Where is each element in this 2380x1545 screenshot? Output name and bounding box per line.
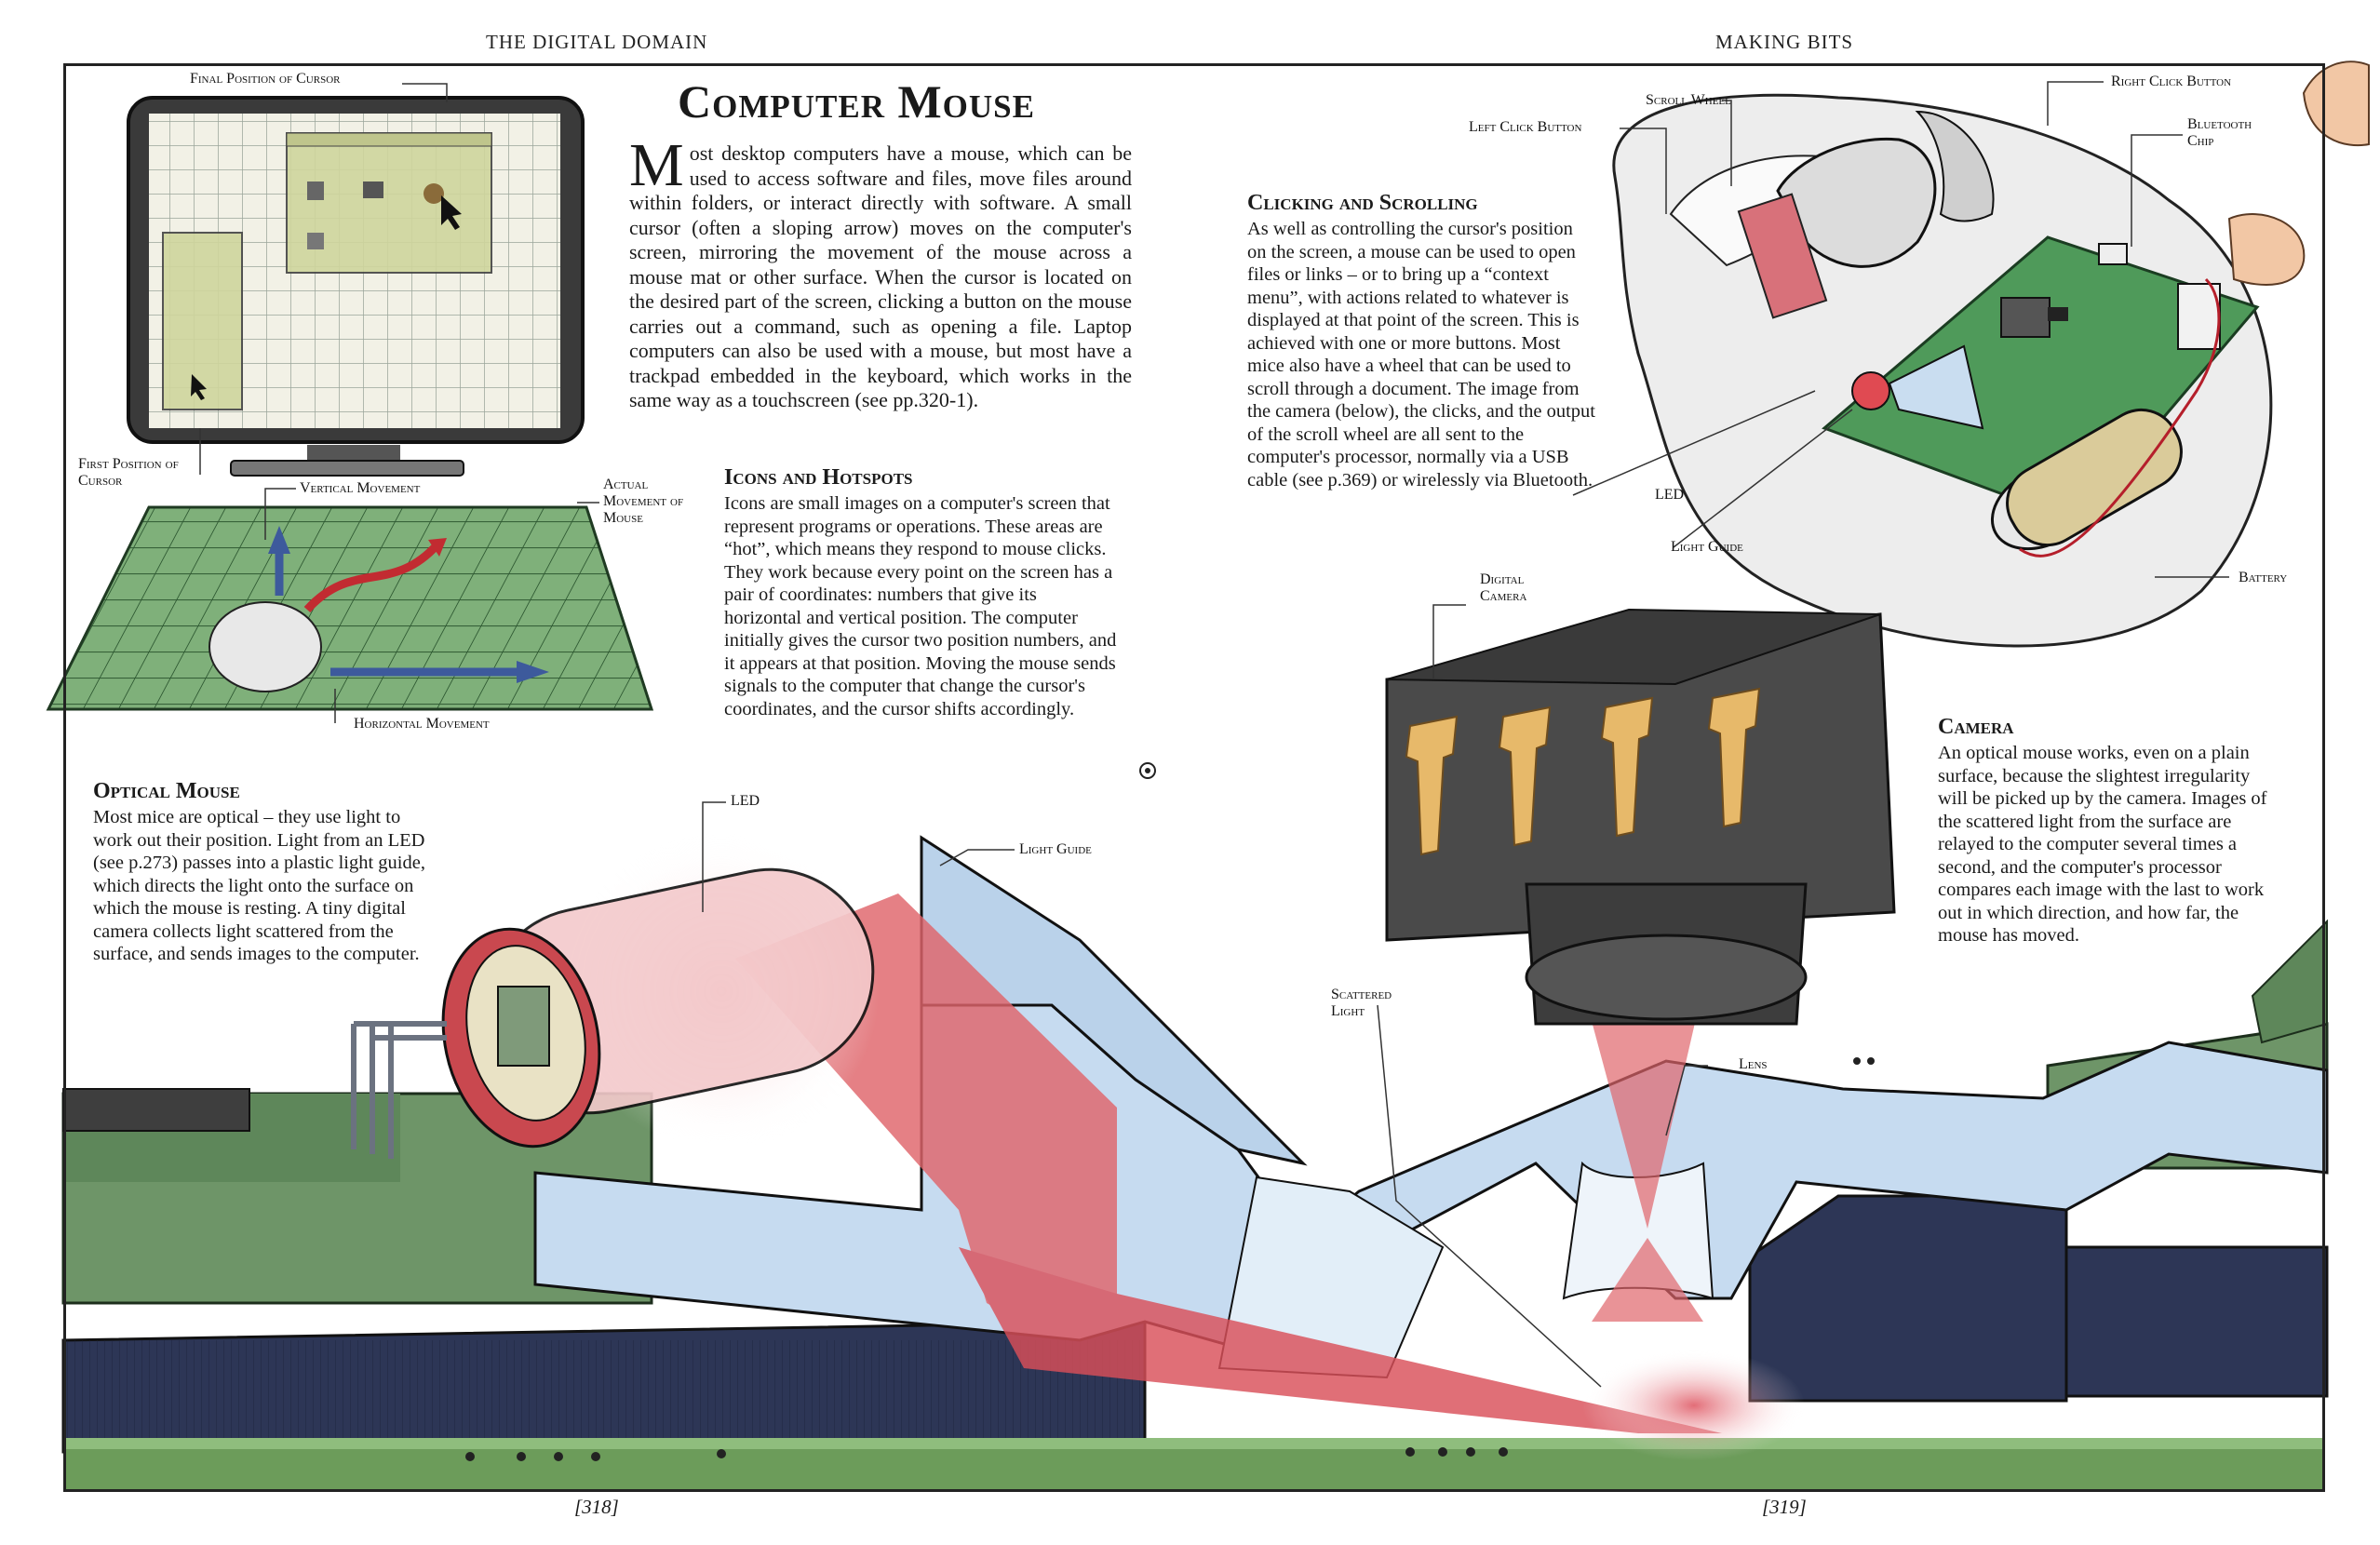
section-text: An optical mouse works, even on a plain … — [1938, 743, 2267, 946]
label-digital-camera: Digital Camera — [1480, 571, 1527, 604]
label-light-guide-top: Light Guide — [1671, 539, 1743, 555]
camera-chip-illustration — [1385, 608, 1896, 1026]
section-heading: Camera — [1938, 715, 2014, 739]
label-right-click: Right Click Button — [2111, 74, 2232, 89]
label-first-position: First Position of Cursor — [78, 456, 179, 489]
section-icons-hotspots: Icons and Hotspots Icons are small image… — [724, 465, 1119, 720]
label-left-click: Left Click Button — [1469, 119, 1582, 135]
label-led-main: LED — [731, 793, 760, 809]
section-text: As well as controlling the cursor's posi… — [1247, 219, 1595, 490]
label-scroll-wheel: Scroll Wheel — [1646, 92, 1731, 108]
mouse-cutaway-illustration — [1612, 60, 2370, 648]
label-led-top: LED — [1655, 487, 1685, 503]
page-title: Computer Mouse — [678, 75, 1035, 128]
monitor-illustration — [127, 96, 585, 477]
label-final-position: Final Position of Cursor — [190, 71, 341, 87]
label-bluetooth-chip: Bluetooth Chip — [2187, 116, 2252, 149]
leader-lines — [199, 81, 2229, 1388]
section-text: Most mice are optical – they use light t… — [93, 807, 425, 964]
running-head-left: THE DIGITAL DOMAIN — [486, 31, 708, 53]
people-figures — [465, 1057, 1875, 1461]
section-optical-mouse: Optical Mouse Most mice are optical – th… — [93, 779, 439, 966]
label-lens: Lens — [1739, 1056, 1768, 1072]
label-horizontal-movement: Horizontal Movement — [354, 716, 490, 732]
mouse-mat-illustration — [46, 505, 654, 711]
label-scattered-light: Scattered Light — [1331, 987, 1392, 1019]
section-camera: Camera An optical mouse works, even on a… — [1938, 715, 2282, 947]
section-heading: Clicking and Scrolling — [1247, 191, 1478, 215]
page-frame — [63, 63, 2325, 1492]
section-text: Icons are small images on a computer's s… — [724, 493, 1117, 719]
label-light-guide-main: Light Guide — [1019, 841, 1092, 857]
page-number-left: [318] — [574, 1496, 619, 1518]
label-vertical-movement: Vertical Movement — [300, 480, 421, 496]
section-heading: Icons and Hotspots — [724, 465, 913, 490]
section-clicking-scrolling: Clicking and Scrolling As well as contro… — [1247, 191, 1596, 491]
section-heading: Optical Mouse — [93, 779, 240, 803]
intro-text: Most desktop computers have a mouse, whi… — [629, 131, 1132, 411]
label-battery: Battery — [2239, 570, 2288, 585]
label-actual-movement: Actual Movement of Mouse — [603, 477, 684, 526]
page-number-right: [319] — [1762, 1496, 1807, 1518]
led-illustration — [351, 833, 880, 1159]
running-head-right: MAKING BITS — [1715, 31, 1854, 53]
